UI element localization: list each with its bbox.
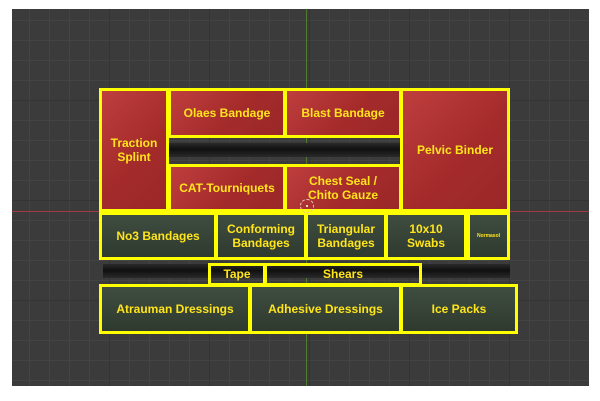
block-tape[interactable]: Tape (208, 263, 266, 286)
block-label: Adhesive Dressings (268, 301, 383, 316)
block-label: No3 Bandages (116, 228, 200, 243)
block-chest-seal[interactable]: Chest Seal / Chito Gauze (284, 164, 402, 212)
block-label: Normasol (476, 233, 501, 239)
block-label: Shears (322, 267, 364, 282)
block-label: Olaes Bandage (183, 105, 271, 120)
block-conforming-bandages[interactable]: Conforming Bandages (215, 212, 307, 260)
block-traction-splint[interactable]: Traction Splint (99, 88, 169, 212)
block-label: Traction Splint (110, 135, 158, 164)
block-label: Blast Bandage (301, 105, 385, 120)
block-label: Conforming Bandages (227, 221, 295, 250)
block-label: 10x10 Swabs (406, 221, 445, 250)
block-cat-tourniquets[interactable]: CAT-Tourniquets (168, 164, 286, 212)
block-normasol[interactable]: Normasol (467, 212, 510, 260)
3d-cursor-icon (300, 199, 314, 213)
block-ice-packs[interactable]: Ice Packs (400, 284, 518, 334)
shelf-divider-middle (103, 264, 510, 278)
block-shears[interactable]: Shears (264, 263, 422, 286)
block-label: Tape (223, 267, 251, 282)
block-label: CAT-Tourniquets (179, 180, 275, 195)
block-olaes-bandage[interactable]: Olaes Bandage (168, 88, 286, 138)
block-label: Chest Seal / Chito Gauze (307, 173, 378, 202)
block-label: Ice Packs (431, 301, 487, 316)
block-pelvic-binder[interactable]: Pelvic Binder (400, 88, 510, 212)
block-label: Atrauman Dressings (116, 301, 234, 316)
block-label: Triangular Bandages (316, 221, 375, 250)
block-blast-bandage[interactable]: Blast Bandage (284, 88, 402, 138)
block-atrauman-dressings[interactable]: Atrauman Dressings (99, 284, 251, 334)
block-swabs[interactable]: 10x10 Swabs (385, 212, 467, 260)
block-adhesive-dressings[interactable]: Adhesive Dressings (249, 284, 402, 334)
block-triangular-bandages[interactable]: Triangular Bandages (305, 212, 387, 260)
block-no3-bandages[interactable]: No3 Bandages (99, 212, 217, 260)
3d-viewport[interactable]: Traction Splint Olaes Bandage Blast Band… (12, 9, 589, 386)
block-label: Pelvic Binder (416, 142, 494, 157)
